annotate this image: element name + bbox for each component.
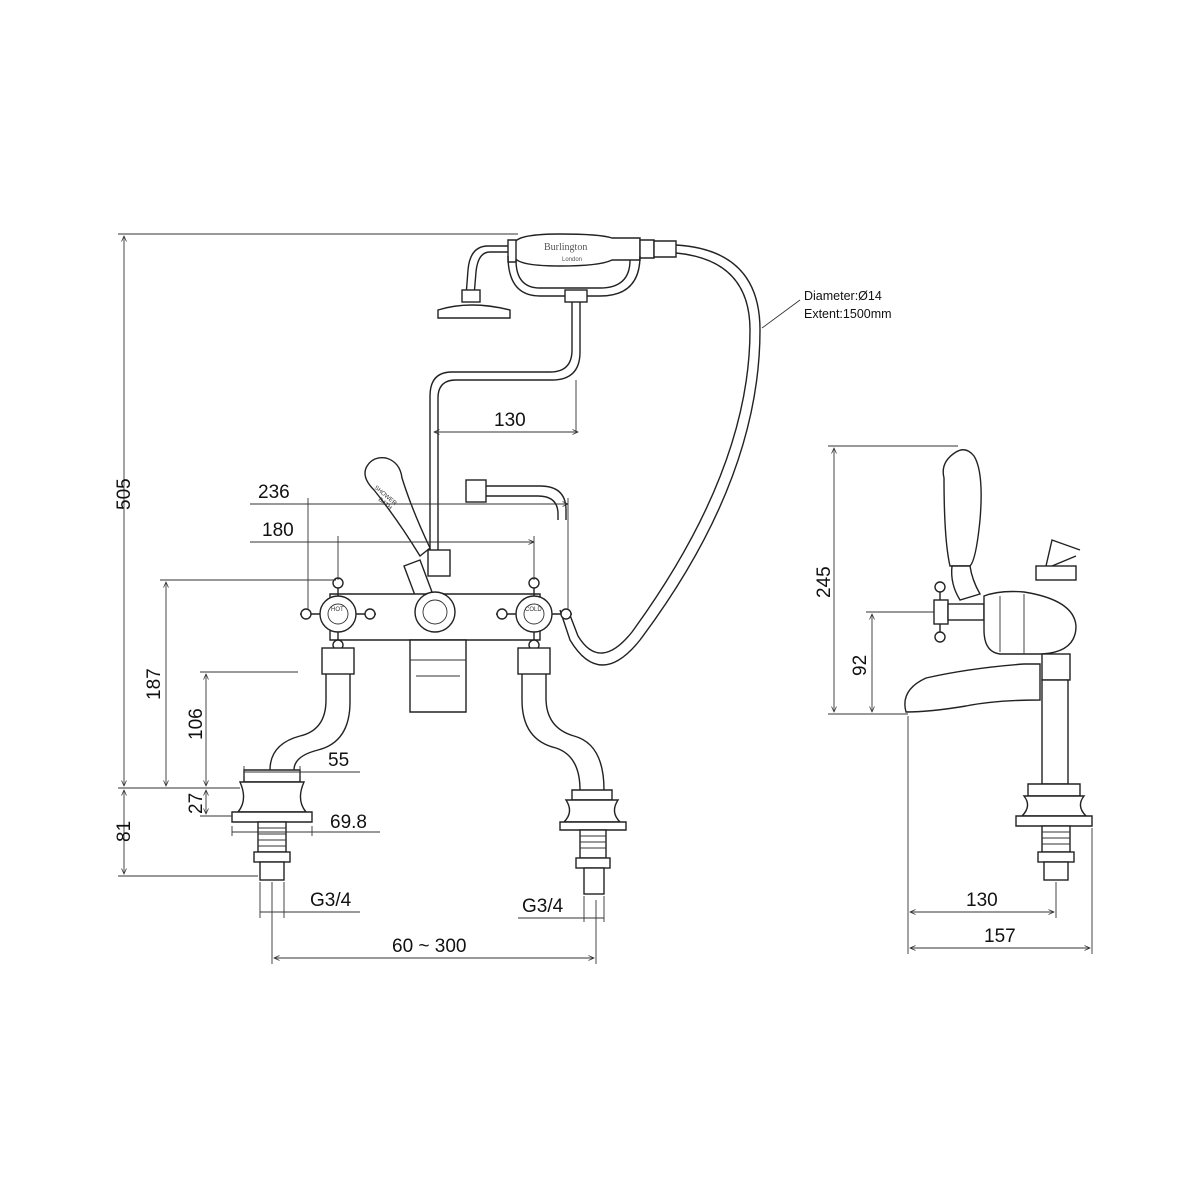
front-view: Burlington London — [114, 233, 892, 964]
dim-187: 187 — [144, 668, 165, 700]
dim-centres: 60 ~ 300 — [392, 936, 467, 957]
dim-69-8: 69.8 — [330, 812, 367, 833]
diverter-lever: SHOWER BATH — [364, 457, 451, 599]
hose-connector — [465, 479, 567, 520]
dim-236: 236 — [258, 482, 290, 503]
cradle-riser — [429, 302, 581, 550]
cold-label: COLD — [525, 607, 542, 613]
dim-245: 245 — [814, 566, 835, 598]
handset-sub: London — [562, 257, 582, 263]
dim-130-side: 130 — [966, 890, 998, 911]
dim-92: 92 — [850, 655, 871, 676]
thread-right: G3/4 — [522, 896, 564, 917]
dim-157: 157 — [984, 926, 1016, 947]
dim-505: 505 — [114, 478, 135, 510]
dim-27: 27 — [186, 793, 207, 814]
handshower-handset: Burlington London — [437, 233, 677, 319]
hose-extent: Extent:1500mm — [804, 307, 892, 321]
side-view: 245 92 130 157 — [814, 445, 1093, 954]
hose-diameter: Diameter:Ø14 — [804, 289, 882, 303]
dim-130-top: 130 — [494, 410, 526, 431]
right-leg — [521, 674, 627, 895]
mixer-body — [329, 591, 541, 713]
hot-crosshead: HOT — [300, 577, 376, 675]
hot-label: HOT — [331, 607, 344, 613]
handset-brand: Burlington — [544, 242, 587, 253]
thread-left: G3/4 — [310, 890, 352, 911]
left-leg — [231, 674, 351, 881]
dim-55: 55 — [328, 750, 349, 771]
side-dimensions: 245 92 130 157 — [814, 445, 1093, 954]
cold-crosshead: COLD — [496, 577, 572, 675]
shower-hose — [559, 244, 761, 666]
dim-106: 106 — [186, 708, 207, 740]
dim-180: 180 — [262, 520, 294, 541]
front-dimensions: 505 130 236 180 187 106 — [114, 233, 605, 964]
dim-81: 81 — [114, 821, 135, 842]
hose-note: Diameter:Ø14 Extent:1500mm — [761, 289, 892, 329]
